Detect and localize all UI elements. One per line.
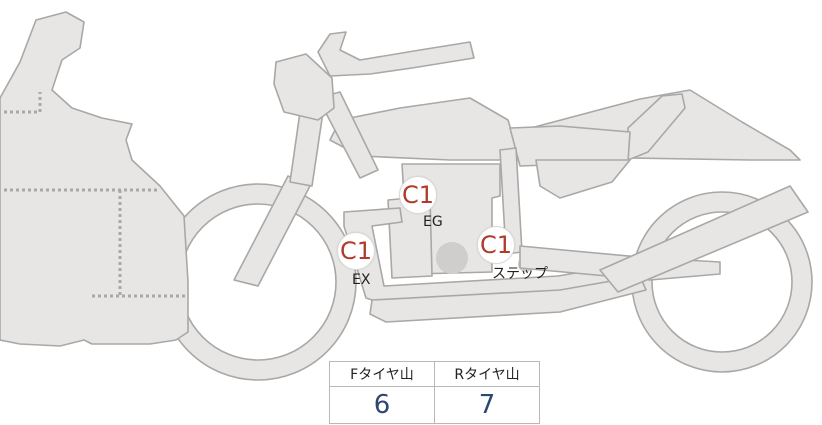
exhaust-muffler-lower xyxy=(369,275,647,323)
rear-tire-header: Rタイヤ山 xyxy=(434,361,540,387)
front-tire-value: 6 xyxy=(329,386,435,424)
ex-marker[interactable]: C1 xyxy=(337,232,375,270)
tire-tread-header-row: Fタイヤ山 Rタイヤ山 xyxy=(329,361,540,387)
muffler xyxy=(599,185,809,293)
rider-dashed-outline xyxy=(4,92,186,298)
engine-cover xyxy=(436,242,468,274)
handlebar xyxy=(317,31,475,77)
front-tire-header: Fタイヤ山 xyxy=(329,361,435,387)
seat xyxy=(509,125,631,167)
headlight xyxy=(273,53,335,121)
step-marker-label: ステップ xyxy=(492,266,548,282)
rider-figure xyxy=(0,11,189,347)
rear-tire-value: 7 xyxy=(434,386,540,424)
ex-marker-label: EX xyxy=(352,272,371,288)
ex-marker-code: C1 xyxy=(339,237,373,265)
side-cover xyxy=(535,159,631,199)
eg-marker-label: EG xyxy=(423,214,443,230)
step-marker-code: C1 xyxy=(479,231,513,259)
tire-tread-table: Fタイヤ山 Rタイヤ山 6 7 xyxy=(329,361,540,424)
step-marker[interactable]: C1 xyxy=(477,226,515,264)
eg-marker-code: C1 xyxy=(401,181,435,209)
eg-marker[interactable]: C1 xyxy=(399,176,437,214)
tire-tread-value-row: 6 7 xyxy=(329,386,540,424)
